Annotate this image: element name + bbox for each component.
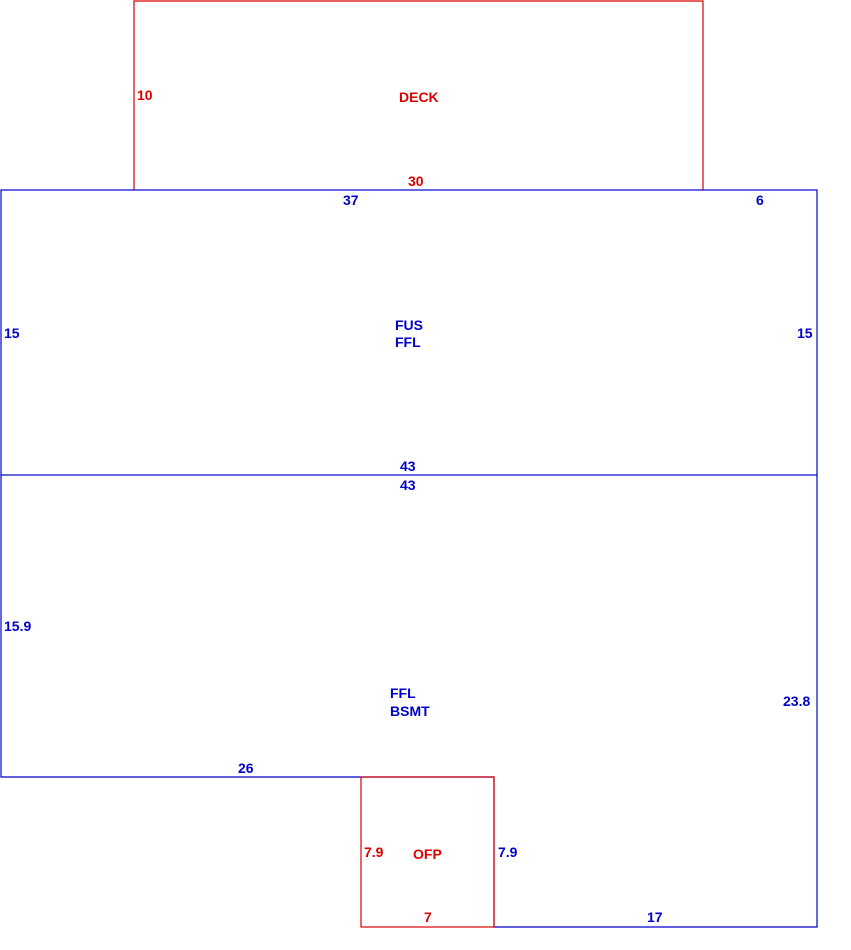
porch-label: OFP bbox=[413, 846, 442, 862]
porch-outline bbox=[360, 776, 495, 928]
lower-top-dimension: 43 bbox=[400, 477, 416, 493]
upper-area-label-line1: FUS bbox=[395, 317, 423, 333]
deck-outline bbox=[133, 0, 704, 190]
upper-bottom-dimension: 43 bbox=[400, 458, 416, 474]
porch-bottom-dimension: 7 bbox=[424, 909, 432, 925]
lower-bottom-left-dimension: 26 bbox=[238, 760, 254, 776]
upper-area-label-line2: FFL bbox=[395, 334, 421, 350]
upper-floor-outline bbox=[0, 189, 818, 476]
basement-outline bbox=[0, 475, 818, 928]
porch-left-dimension: 7.9 bbox=[364, 844, 384, 860]
upper-top-right-dimension: 6 bbox=[756, 192, 764, 208]
deck-bottom-dimension: 30 bbox=[408, 173, 424, 189]
lower-right-dimension: 23.8 bbox=[783, 693, 810, 709]
lower-area-label-line1: FFL bbox=[390, 685, 416, 701]
deck-label: DECK bbox=[399, 89, 439, 105]
lower-notch-right-dimension: 7.9 bbox=[498, 844, 518, 860]
upper-left-dimension: 15 bbox=[4, 325, 20, 341]
upper-right-dimension: 15 bbox=[797, 325, 813, 341]
upper-top-left-dimension: 37 bbox=[343, 192, 359, 208]
lower-bottom-right-dimension: 17 bbox=[647, 909, 663, 925]
deck-left-dimension: 10 bbox=[137, 87, 153, 103]
lower-area-label-line2: BSMT bbox=[390, 703, 430, 719]
lower-left-dimension: 15.9 bbox=[4, 618, 31, 634]
